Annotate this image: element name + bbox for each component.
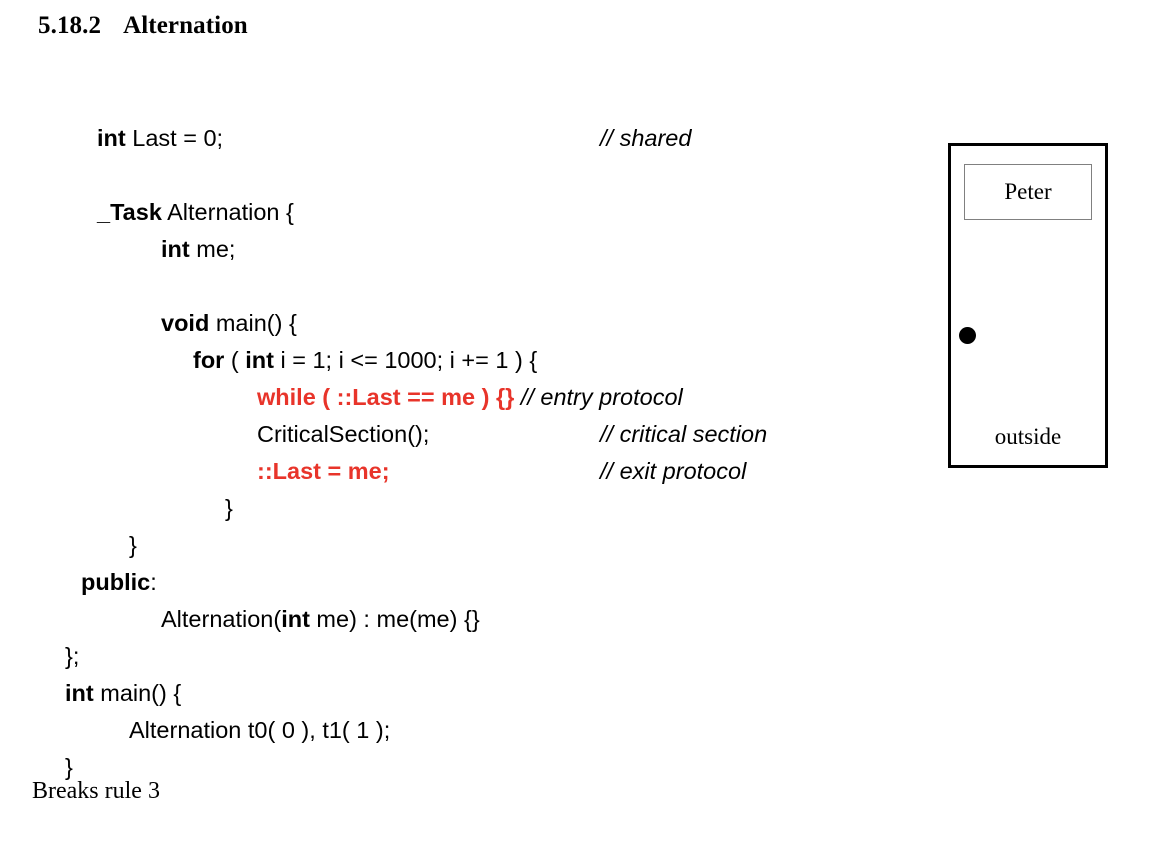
code-text: } (225, 495, 233, 521)
comment-shared: // shared (600, 125, 692, 151)
code-text: : (150, 569, 157, 595)
comment-critical-section: // critical section (600, 421, 768, 447)
code-text: main() { (93, 680, 182, 706)
keyword-public: public (81, 569, 151, 595)
section-title: Alternation (123, 12, 248, 39)
code-line-critical-section: CriticalSection(); // critical section (0, 416, 930, 453)
comment-entry-protocol: // entry protocol (520, 384, 683, 410)
code-line-class-end: }; (0, 638, 930, 675)
code-listing: int Last = 0; // shared _Task Alternation… (0, 120, 930, 786)
keyword-int: int (281, 606, 310, 632)
code-text: Alternation { (161, 199, 294, 225)
diagram-inner-box: Peter (964, 164, 1092, 220)
diagram-inner-label: Peter (1004, 179, 1052, 204)
code-line-exit-protocol: ::Last = me; // exit protocol (0, 453, 930, 490)
diagram-bottom-label: outside (994, 424, 1062, 449)
code-text: Alternation( (161, 606, 282, 632)
keyword-void: void (161, 310, 210, 336)
keyword-int: int (97, 125, 126, 151)
code-line-program-end: } (0, 749, 930, 786)
code-line-brace-for-end: } (0, 490, 930, 527)
code-text: ( (224, 347, 246, 373)
code-line-blank (0, 268, 930, 305)
code-line-task-declarations: Alternation t0( 0 ), t1( 1 ); (0, 712, 930, 749)
comment-exit-protocol: // exit protocol (600, 458, 747, 484)
code-line-shared-decl: int Last = 0; // shared (0, 120, 930, 157)
code-line-void-main: void main() { (0, 305, 930, 342)
code-text: Last = 0; (125, 125, 224, 151)
highlighted-code-last-assign: ::Last = me; (257, 458, 390, 484)
code-text: me) : me(me) {} (309, 606, 480, 632)
code-line-public-label: public: (0, 564, 930, 601)
critical-section-diagram: Peter outside (948, 143, 1108, 468)
keyword-task: _Task (97, 199, 162, 225)
code-text: main() { (209, 310, 297, 336)
page-title: 5.18.2 Alternation (38, 12, 248, 40)
code-text: CriticalSection(); (257, 421, 430, 447)
code-line-brace-main-end: } (0, 527, 930, 564)
code-line-blank (0, 157, 930, 194)
code-text: }; (65, 643, 80, 669)
code-line-int-main: int main() { (0, 675, 930, 712)
code-line-task-decl: _Task Alternation { (0, 194, 930, 231)
keyword-for: for (193, 347, 225, 373)
highlighted-code-while: while ( ::Last == me ) {} (257, 384, 515, 410)
code-line-member-me: int me; (0, 231, 930, 268)
code-text: me; (189, 236, 236, 262)
code-text: } (65, 754, 73, 780)
keyword-int: int (161, 236, 190, 262)
code-line-entry-protocol: while ( ::Last == me ) {} // entry proto… (0, 379, 930, 416)
section-number: 5.18.2 (38, 12, 102, 39)
code-text: i = 1; i <= 1000; i += 1 ) { (273, 347, 538, 373)
breaks-rule-note: Breaks rule 3 (32, 778, 160, 804)
keyword-int: int (245, 347, 274, 373)
code-text: Alternation t0( 0 ), t1( 1 ); (129, 717, 391, 743)
code-line-for-loop: for ( int i = 1; i <= 1000; i += 1 ) { (0, 342, 930, 379)
code-text: } (129, 532, 137, 558)
keyword-int: int (65, 680, 94, 706)
thread-token-dot-icon (959, 327, 976, 344)
code-line-constructor: Alternation(int me) : me(me) {} (0, 601, 930, 638)
